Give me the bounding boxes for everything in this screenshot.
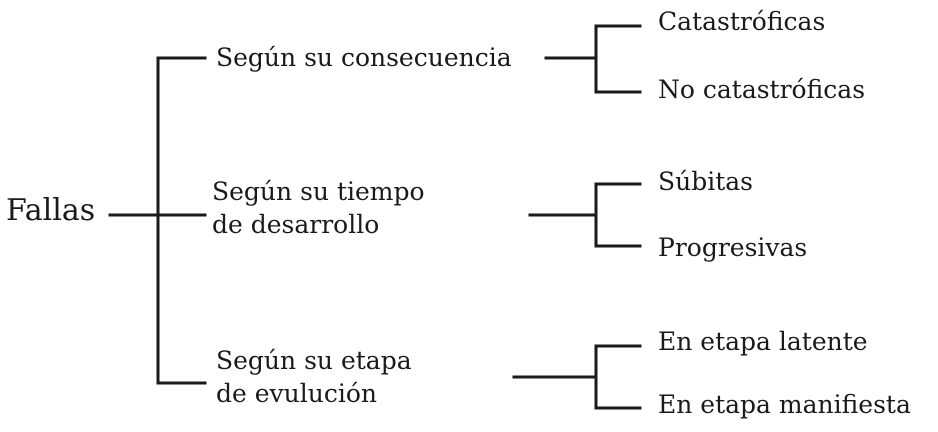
branch-2-label-line-1: Según su tiempo (212, 177, 425, 206)
leaf-1-2: No catastróficas (658, 75, 866, 104)
root-label: Fallas (6, 193, 96, 228)
branch-1-label-line-1: Según su consecuencia (216, 43, 512, 72)
branch-3-label-line-1: Según su etapa (216, 346, 412, 375)
leaf-3-1: En etapa latente (658, 327, 868, 356)
leaf-1-1: Catastróficas (658, 7, 826, 36)
branch-3-label: Según su etapa de evulución (216, 345, 412, 410)
leaf-2-1: Súbitas (658, 167, 754, 196)
leaf-2-2: Progresivas (658, 233, 808, 262)
branch-3-label-line-2: de evulución (216, 378, 378, 408)
branch-2-label: Según su tiempo de desarrollo (212, 176, 425, 241)
branch-1-label: Según su consecuencia (216, 42, 512, 75)
branch-2-label-line-2: de desarrollo (212, 209, 380, 239)
leaf-3-2: En etapa manifiesta (658, 390, 911, 419)
